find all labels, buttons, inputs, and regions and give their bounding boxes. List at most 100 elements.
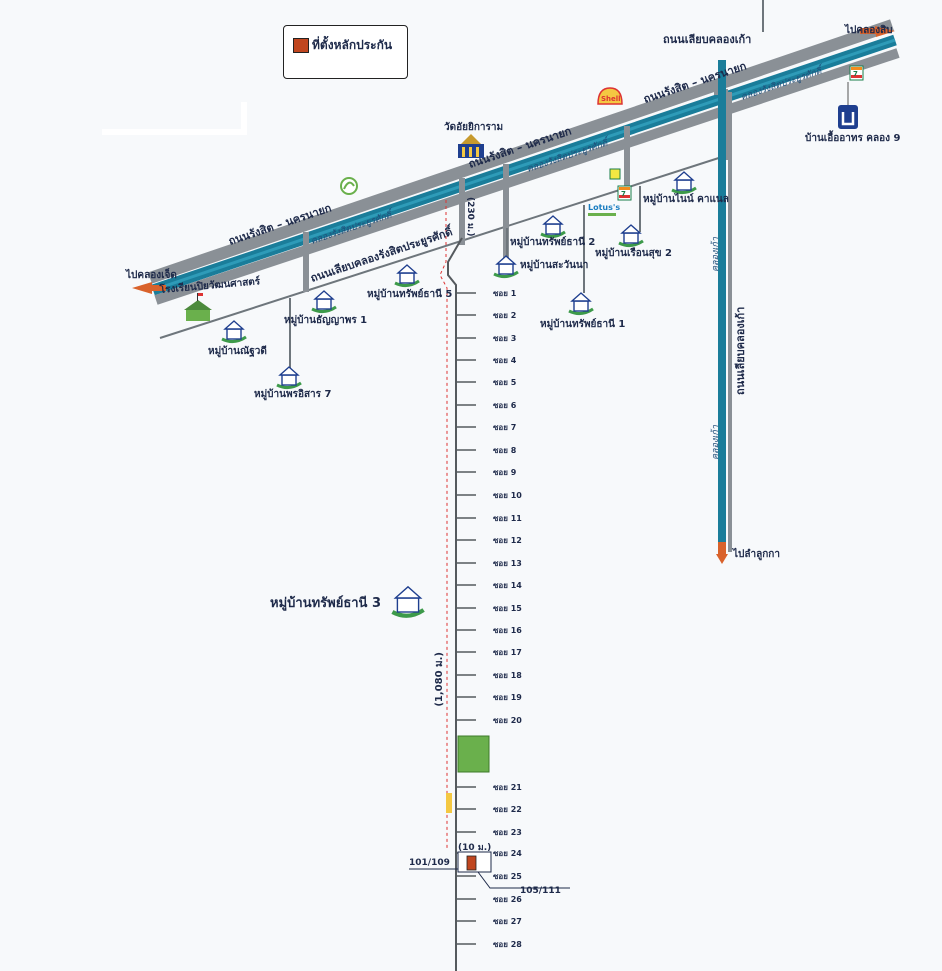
seven-eleven-icon-2: 7 [617, 185, 632, 201]
soi-label: ซอย 13 [493, 559, 522, 568]
village-label-sapthani-3: หมู่บ้านทรัพย์ธานี 3 [270, 595, 381, 611]
soi-label: ซอย 26 [493, 895, 522, 904]
distance-1080: (1,080 ม.) [434, 652, 445, 707]
yellow-marker [446, 793, 452, 813]
site-marker [466, 855, 477, 871]
soi-label: ซอย 27 [493, 917, 522, 926]
highway-upper-road [148, 19, 894, 284]
village-label-sapthani-5: หมู่บ้านทรัพย์ธานี 5 [367, 288, 452, 301]
lotus-icon: Lotus's [588, 168, 621, 216]
soi-label: ซอย 9 [493, 468, 517, 477]
road-label-old-canal-top: ถนนเลียบคลองเก้า [663, 33, 751, 46]
village-house-icon [394, 264, 420, 288]
soi-label: ซอย 11 [493, 514, 522, 523]
soi-label: ซอย 5 [493, 378, 517, 387]
collateral-site [409, 851, 570, 889]
soi-labels: ซอย 1 ซอย 2 ซอย 3 ซอย 4 ซอย 5 ซอย 6 ซอย 7 ซอย 8… [493, 289, 522, 949]
seven-label-1: 7 [853, 70, 858, 78]
housing-authority-label: บ้านเอื้ออาทร คลอง 9 [805, 130, 900, 144]
soi-label: ซอย 4 [493, 356, 517, 365]
village-label-ruansuk-2: หมู่บ้านเรือนสุข 2 [595, 247, 672, 260]
canal-label-khlong-9a: คลองเก้า [710, 236, 721, 272]
village-label-sapthani-1: หมู่บ้านทรัพย์ธานี 1 [540, 318, 625, 331]
seven-label-2: 7 [621, 190, 626, 198]
soi-label: ซอย 28 [493, 940, 522, 949]
direction-lam-luk-ka: ไปลำลูกกา [732, 547, 780, 561]
temple-icon [458, 134, 484, 158]
soi-label: ซอย 21 [493, 783, 522, 792]
soi-label: ซอย 8 [493, 446, 517, 455]
arrow-lam-luk-ka [716, 554, 728, 564]
project-main-road [439, 200, 463, 971]
map-legend: ที่ตั้งหลักประกัน [283, 25, 408, 79]
soi-label: ซอย 24 [493, 849, 522, 858]
soi-label: ซอย 16 [493, 626, 522, 635]
village-house-icon [276, 366, 302, 390]
village-house-icon [618, 224, 644, 248]
direction-khlong-chet: ไปคลองเจ็ด [125, 267, 177, 281]
main-highway [148, 19, 900, 339]
plot-label-left: 101/109 [409, 858, 450, 868]
frontage-road [159, 154, 729, 339]
village-label-thanyaporn-1: หมู่บ้านธัญญาพร 1 [284, 314, 367, 327]
village-house-icon [568, 292, 594, 316]
highway-lower-road [154, 48, 900, 305]
village-house-icon [311, 290, 337, 314]
arrow-khlong-sip [875, 26, 895, 37]
soi-label: ซอย 17 [493, 648, 522, 657]
canal-label-khlong-9b: คลองเก้า [710, 424, 721, 460]
distance-dashed-line [439, 200, 448, 850]
lotus-label: Lotus's [588, 203, 620, 212]
soi-label: ซอย 20 [493, 716, 522, 725]
soi-label: ซอย 10 [493, 491, 522, 500]
road-label-old-canal-vertical: ถนนเลียบคลองเก้า [734, 307, 747, 395]
soi-label: ซอย 14 [493, 581, 522, 590]
village-house-icon [540, 215, 566, 239]
distance-230: (230 ม.) [465, 197, 475, 237]
branch-roads [289, 0, 764, 370]
plot-right-leader [477, 871, 570, 889]
khlong-9 [718, 60, 732, 552]
housing-authority-icon [838, 82, 858, 129]
village-house-icon [493, 255, 519, 279]
legend-swatch [293, 38, 309, 53]
temple-label: วัดอัยยิการาม [444, 121, 503, 133]
arrow-khlong-chet-body [152, 285, 166, 291]
direction-arrows [132, 26, 895, 564]
direction-khlong-sip: ไปคลองสิบ [844, 23, 893, 36]
village-label-natwadi: หมู่บ้านณัฐวดี [208, 345, 267, 358]
soi-label: ซอย 3 [493, 334, 516, 343]
gas-station-icon [340, 177, 358, 195]
village-label-savanna: หมู่บ้านสะวันนา [520, 259, 588, 272]
distance-10: (10 ม.) [458, 843, 491, 853]
legend-label: ที่ตั้งหลักประกัน [312, 38, 393, 52]
soi-label: ซอย 12 [493, 536, 522, 545]
soi-label: ซอย 2 [493, 311, 516, 320]
arrow-khlong-sip-body [860, 28, 876, 34]
seven-eleven-icon: 7 [849, 65, 864, 81]
soi-label: ซอย 22 [493, 805, 522, 814]
soi-label: ซอย 6 [493, 401, 517, 410]
village-label-nine-canal: หมู่บ้านไนน์ คาแนล [643, 192, 729, 206]
corner-mark [102, 102, 247, 135]
village-house-icon [391, 585, 425, 618]
soi-label: ซอย 18 [493, 671, 522, 680]
village-label-sapthani-2: หมู่บ้านทรัพย์ธานี 2 [510, 236, 595, 249]
soi-label: ซอย 25 [493, 872, 522, 881]
soi-label: ซอย 1 [493, 289, 517, 298]
village-house-icon [671, 171, 697, 195]
soi-label: ซอย 15 [493, 604, 522, 613]
soi-label: ซอย 23 [493, 828, 522, 837]
soi-label: ซอย 19 [493, 693, 522, 702]
shell-label: Shell [601, 95, 621, 103]
school-icon [184, 293, 212, 321]
rangsit-canal-highlight [152, 38, 896, 292]
village-house-icon [221, 320, 247, 344]
arrow-lam-luk-ka-body [718, 542, 726, 554]
plot-label-right: 105/111 [520, 886, 561, 896]
shell-icon: Shell [597, 87, 623, 105]
soi-label: ซอย 7 [493, 423, 516, 432]
green-plot [457, 735, 490, 773]
main-soi-road [447, 237, 463, 971]
